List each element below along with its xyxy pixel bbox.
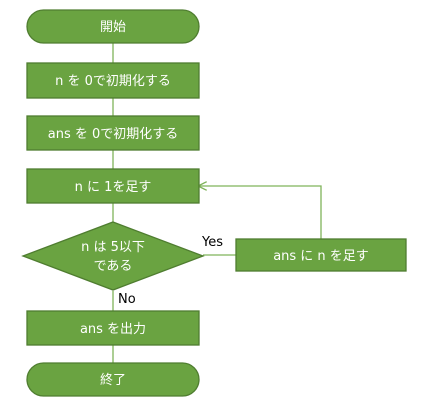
decision-diamond	[21, 221, 205, 291]
process-init-n-label: n を 0で初期化する	[55, 74, 171, 89]
process-output-ans	[26, 310, 200, 346]
start-terminator	[26, 9, 200, 44]
process-add-n-to-ans	[235, 238, 407, 272]
process-init-ans-label: ans を 0で初期化する	[48, 127, 179, 142]
process-init-ans	[26, 115, 200, 151]
process-increment-n-label: n に 1を足す	[75, 180, 152, 195]
end-label: 終了	[100, 372, 126, 388]
edge-add-loop-back	[199, 186, 322, 239]
decision-label-line1: n は 5以下	[81, 240, 145, 255]
process-add-n-to-ans-label: ans に n を足す	[273, 249, 369, 264]
end-terminator	[26, 362, 200, 397]
no-label: No	[118, 292, 136, 307]
process-output-ans-label: ans を出力	[80, 322, 146, 337]
start-label: 開始	[100, 20, 126, 35]
connectors	[112, 43, 322, 363]
yes-label: Yes	[201, 235, 223, 250]
process-increment-n	[26, 168, 200, 204]
decision-label-line2: である	[94, 259, 133, 274]
process-init-n	[26, 62, 200, 99]
